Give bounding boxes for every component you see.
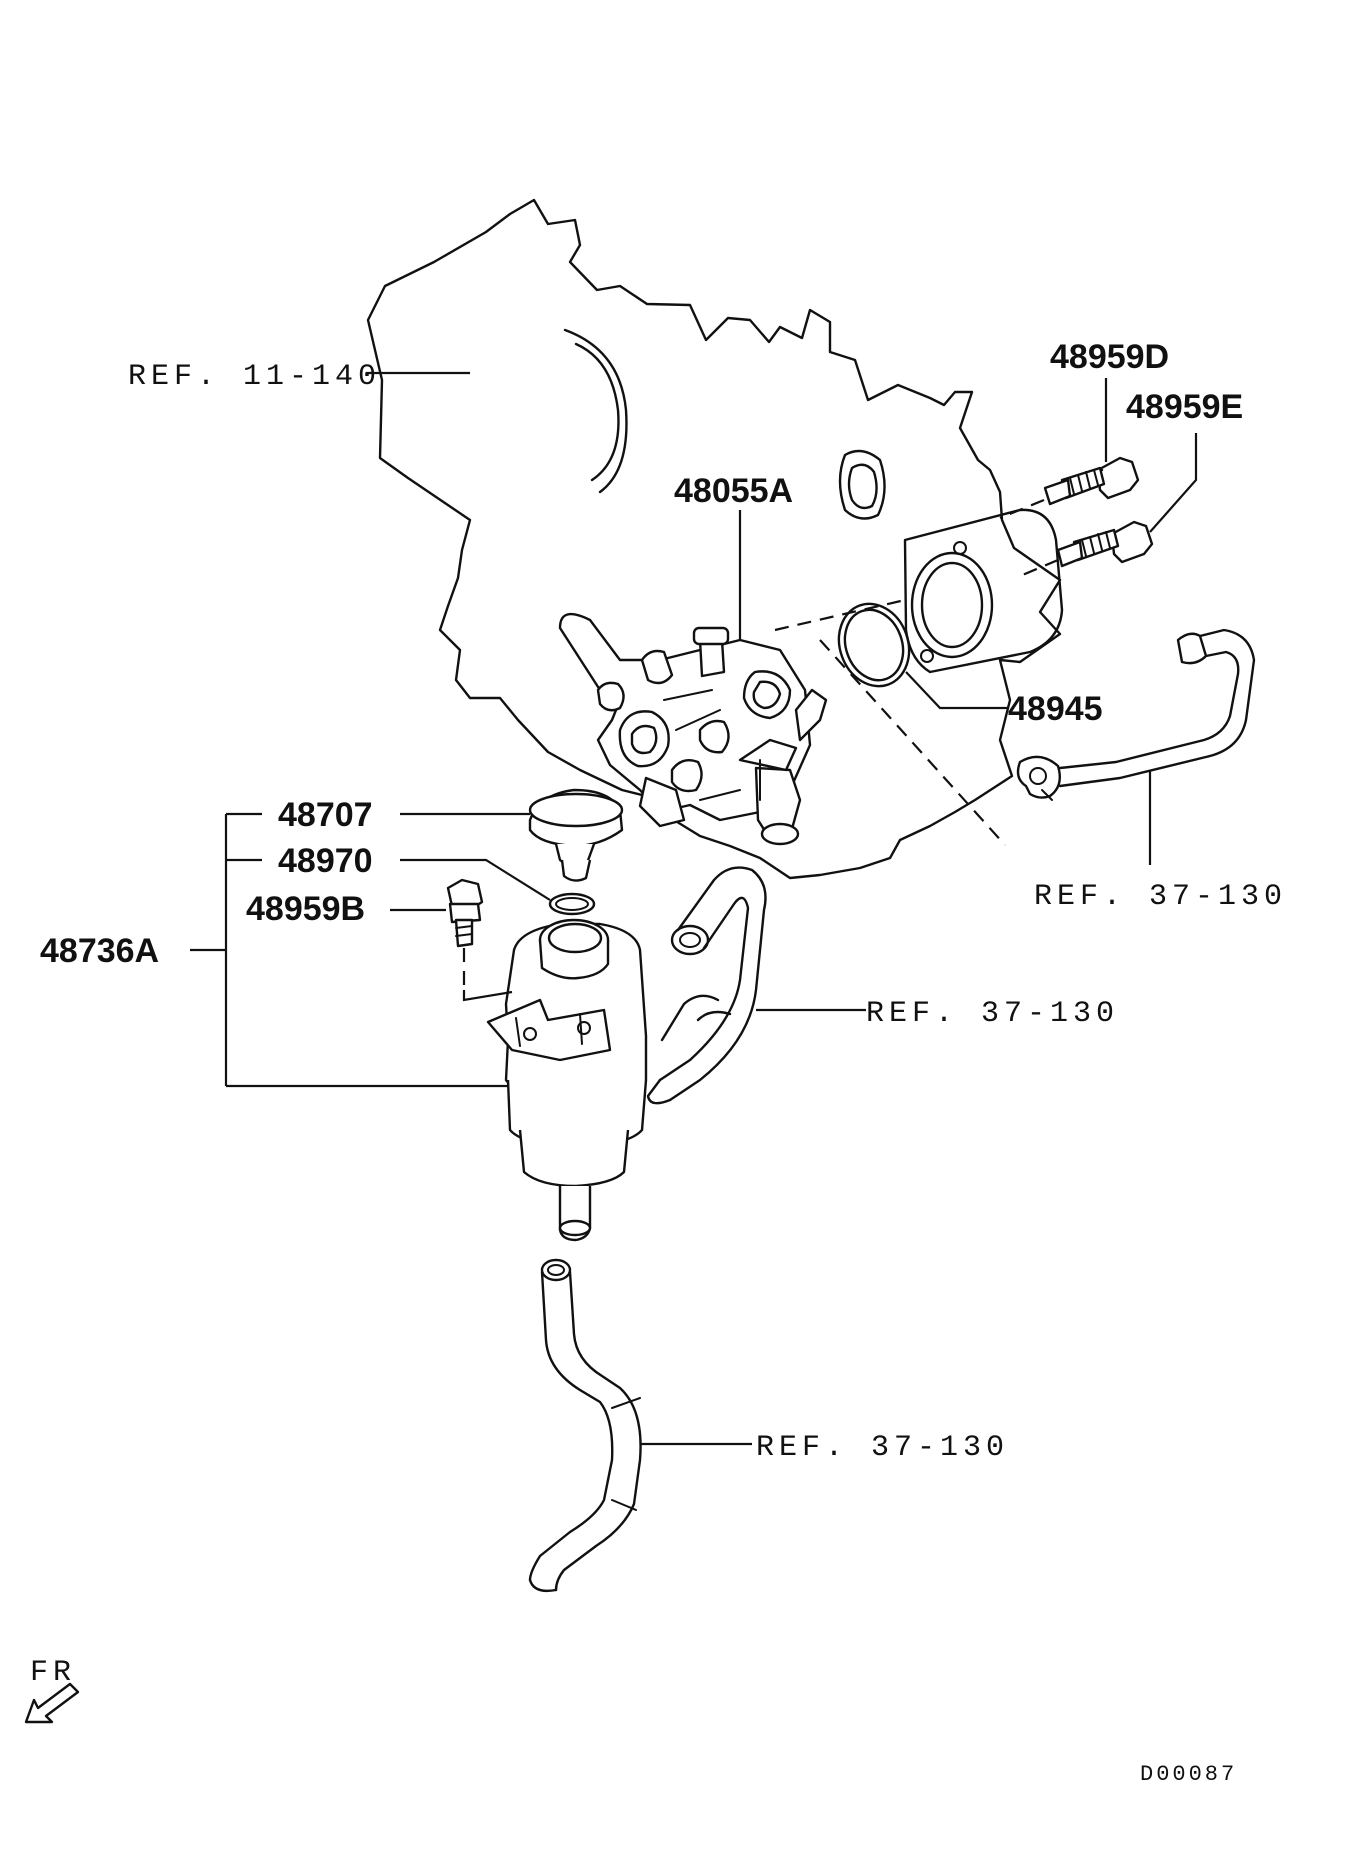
label-48959E: 48959E [1126, 388, 1243, 426]
bolt-48959B [446, 878, 484, 948]
label-diagram-code: D00087 [1140, 1762, 1237, 1787]
leader-48945 [905, 671, 1008, 710]
label-48959B: 48959B [246, 890, 365, 928]
label-48055A: 48055A [674, 472, 793, 510]
bolt-48959B-guide [462, 990, 513, 1002]
bolt-48959E [1056, 520, 1154, 568]
leader-48959E [1149, 433, 1198, 533]
label-fr: FR [30, 1656, 76, 1690]
return-hose-upper [646, 866, 767, 1105]
label-48707: 48707 [278, 796, 373, 834]
label-48945: 48945 [1008, 690, 1103, 728]
label-ref-37-130-b: REF. 37-130 [866, 997, 1119, 1031]
engine-cover-outline [366, 198, 1062, 880]
pressure-hose [1016, 628, 1256, 801]
bolt-alignment-line-e [1019, 558, 1059, 578]
label-ref-37-130-c: REF. 37-130 [756, 1431, 1009, 1465]
label-ref-11-140: REF. 11-140 [128, 360, 381, 394]
reservoir-tank-48736A [486, 918, 648, 1242]
bolt-alignment-line-d [999, 498, 1045, 520]
reservoir-cap-48707 [528, 788, 624, 882]
front-direction-arrow-icon [24, 1682, 80, 1724]
suction-hose-lower [528, 1258, 642, 1593]
o-ring-48970 [548, 892, 596, 916]
label-48970: 48970 [278, 842, 373, 880]
leader-48970 [400, 858, 551, 901]
gasket-48945 [837, 602, 911, 688]
label-ref-37-130-a: REF. 37-130 [1034, 880, 1287, 914]
power-steering-pump-48055A [558, 612, 828, 846]
label-48736A: 48736A [40, 932, 159, 970]
bolt-48959D [1043, 456, 1140, 506]
pump-alignment-line-2 [819, 639, 1006, 846]
mounting-flange [903, 508, 1064, 674]
label-48959D: 48959D [1050, 338, 1169, 376]
